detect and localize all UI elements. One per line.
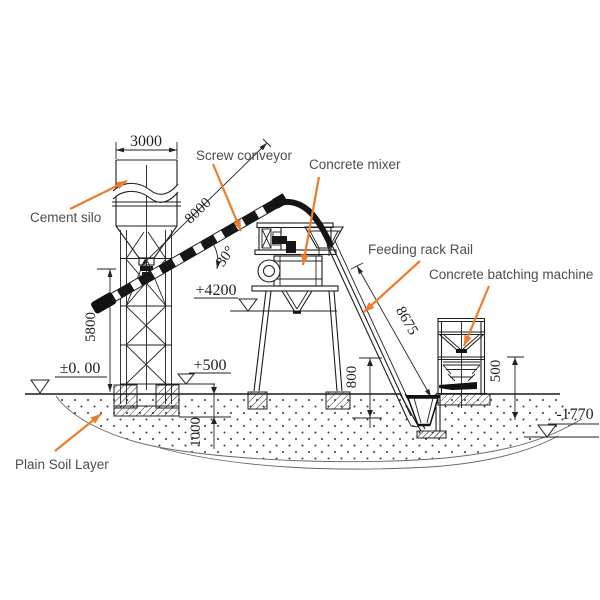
- batching-discharge-screw: [439, 382, 477, 390]
- screw-conveyor-arrow-icon: [211, 163, 243, 232]
- mixer-drum-end-cap: [257, 259, 281, 283]
- soil-lower-curve: [159, 435, 559, 470]
- cement-silo-label: Cement silo: [30, 210, 101, 225]
- silo-foundation-pier-left: [113, 384, 138, 409]
- concrete-batching-machine: [436, 317, 487, 408]
- dim-silo-tower-height-text: 5800: [83, 312, 99, 342]
- batching-machine-foundation: [437, 393, 491, 406]
- dim-silo-width: 3000: [115, 133, 178, 159]
- batching-funnel-outlet: [456, 349, 467, 353]
- mixer-winch-drum: [286, 241, 296, 253]
- concrete-mixer-label: Concrete mixer: [309, 157, 401, 172]
- elev-pit-bottom-text: -1770: [556, 406, 593, 423]
- dim-foundation-depth: 1000: [179, 384, 231, 449]
- skip-bucket: [406, 395, 440, 427]
- screw-conveyor-motor: [91, 292, 117, 314]
- mixer-footing-right: [325, 391, 351, 410]
- dim-batching-foundation: 500: [488, 356, 524, 420]
- soil-section: [55, 395, 583, 470]
- dim-batching-foundation-text: 500: [488, 360, 504, 383]
- feeding-rack-rail-label: Feeding rack Rail: [368, 242, 473, 257]
- dim-conveyor-angle-text: 30°: [213, 244, 238, 270]
- silo-foundation-pier-right: [155, 384, 180, 409]
- feeding-rack-rail-arrow-icon: [363, 260, 421, 313]
- elev-foundation-top-text: +500: [193, 357, 226, 374]
- dim-pit: 800: [344, 357, 382, 428]
- text-labels: Cement silo Screw conveyor Concrete mixe…: [15, 148, 593, 472]
- silo-foundation-mat: [113, 405, 180, 417]
- elev-mixer-platform: +4200: [194, 282, 258, 312]
- plain-soil-layer-arrow-icon: [54, 413, 102, 452]
- dim-rail-length-text: 8675: [392, 304, 421, 338]
- mixer-hoist-motor: [272, 236, 287, 244]
- dim-foundation-depth-text: 1000: [188, 417, 204, 447]
- dim-conveyor-angle: 30°: [210, 240, 238, 270]
- concrete-batching-machine-label: Concrete batching machine: [429, 267, 593, 282]
- dim-silo-tower-height: 5800: [83, 268, 116, 392]
- dim-conveyor-length-text: 8000: [182, 195, 215, 227]
- elev-ground-text: ±0. 00: [60, 360, 101, 377]
- callouts: [54, 163, 491, 452]
- elev-foundation-top: +500: [171, 357, 231, 385]
- concrete-mixer: [230, 222, 344, 392]
- silo-outlet-valve: [140, 266, 153, 271]
- concrete-mixer-arrow-icon: [301, 176, 321, 266]
- dim-silo-width-text: 3000: [130, 133, 162, 150]
- plain-soil-layer-label: Plain Soil Layer: [15, 457, 109, 472]
- mixer-footing-left: [247, 391, 268, 410]
- mixer-superstructure: [254, 222, 337, 256]
- dim-pit-text: 800: [344, 366, 360, 389]
- soil-fill: [56, 396, 582, 462]
- elev-mixer-platform-text: +4200: [195, 282, 236, 299]
- concrete-batching-machine-arrow-icon: [462, 285, 491, 347]
- screw-conveyor-label: Screw conveyor: [196, 148, 293, 163]
- soil-boundary-curve: [55, 395, 583, 463]
- pit-floor-slab: [416, 430, 447, 439]
- silo-support-tower: [120, 230, 172, 404]
- rail-top-curve: [278, 198, 334, 248]
- elev-ground: ±0. 00: [30, 360, 107, 394]
- elev-pit-bottom: -1770: [524, 406, 599, 438]
- foundations: [113, 384, 491, 417]
- cement-silo-arrow-icon: [69, 180, 128, 210]
